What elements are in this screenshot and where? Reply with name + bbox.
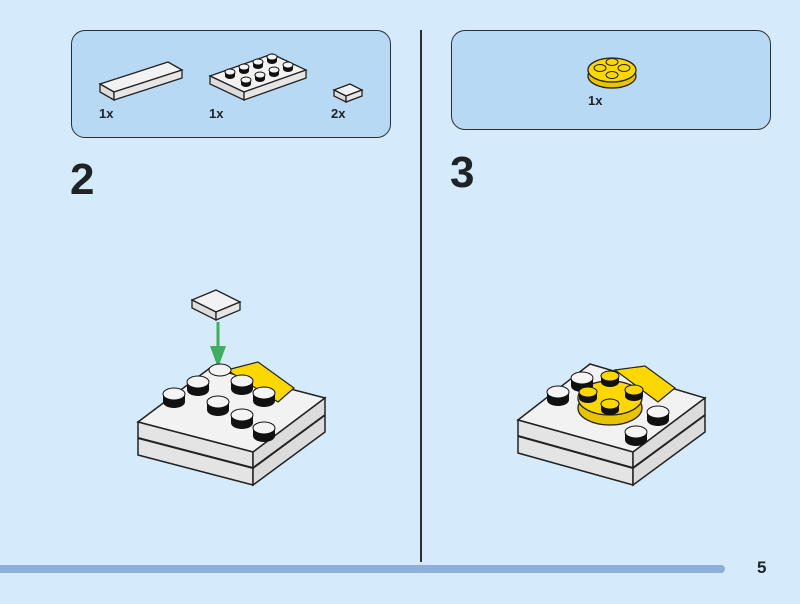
part-qty: 1x (99, 106, 114, 121)
stud (240, 76, 252, 87)
stud (252, 421, 276, 442)
stud (268, 66, 280, 77)
step-divider (420, 30, 422, 562)
step-number: 3 (450, 148, 475, 197)
page-progress-bar (0, 565, 725, 573)
stud (162, 387, 186, 408)
part-qty: 2x (331, 106, 346, 121)
part-qty: 1x (588, 93, 603, 108)
stud (624, 384, 644, 401)
part-white-plate-2x4-icon (208, 53, 308, 102)
part-white-tile-1x4-icon (98, 61, 184, 102)
stud (230, 374, 254, 395)
step-2-assembly-illustration (136, 289, 327, 487)
stud (546, 385, 570, 406)
stud (282, 61, 294, 72)
page-number: 5 (757, 558, 767, 577)
part-qty: 1x (209, 106, 224, 121)
yellow-tile (613, 365, 676, 403)
stud (254, 71, 266, 82)
stud (646, 405, 670, 426)
stud (206, 395, 230, 416)
stud (600, 398, 620, 415)
part-yellow-round-plate-icon (587, 57, 637, 89)
part-white-tile-1x1-icon (332, 83, 364, 104)
stud (578, 386, 598, 403)
green-arrow-head-icon (210, 346, 226, 368)
stud (252, 58, 264, 69)
stud (208, 363, 232, 377)
stud (600, 370, 620, 387)
stud (230, 408, 254, 429)
step-3-assembly-illustration (516, 363, 707, 487)
stud (252, 386, 276, 407)
stud (224, 68, 236, 79)
stud (238, 63, 250, 74)
stud (266, 53, 278, 64)
step-number: 2 (70, 155, 95, 204)
stud (186, 375, 210, 396)
stud (624, 425, 648, 446)
